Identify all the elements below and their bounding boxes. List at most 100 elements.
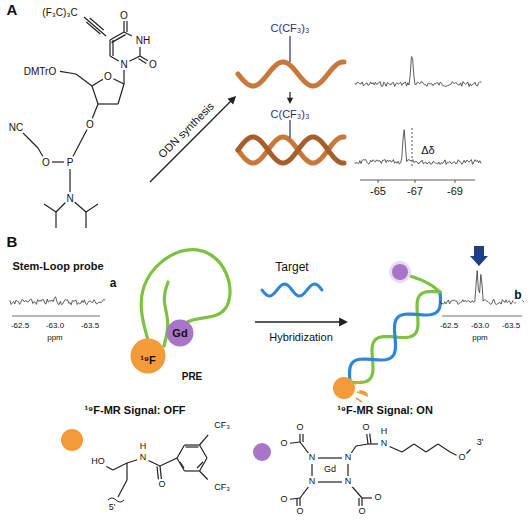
figure-label: Stem-Loop probe <box>11 260 104 272</box>
bond-line <box>52 161 64 162</box>
atom-label: (F₃C)₃C <box>41 7 78 18</box>
atom-label: H <box>139 442 148 452</box>
figure-label: -65 <box>369 185 387 197</box>
bond-line <box>148 461 160 466</box>
arrow-line <box>255 321 342 322</box>
bond-line <box>118 480 127 497</box>
shift-marker <box>412 128 413 168</box>
figure-label: -67 <box>406 185 424 197</box>
atom-label: O <box>157 480 166 490</box>
bond-line <box>352 487 362 498</box>
dna-strand <box>238 62 344 86</box>
bond-line <box>105 466 113 470</box>
gd-halo <box>389 261 411 283</box>
dna-strand <box>238 137 344 163</box>
atom-label: ppm <box>46 334 64 343</box>
atom-label: N <box>308 453 317 463</box>
arrow-line <box>150 100 232 182</box>
arrow-head <box>287 98 293 104</box>
bond-line <box>318 457 342 458</box>
bond-line <box>160 458 177 466</box>
atom-label: -62.5 <box>439 322 459 331</box>
axis-tick <box>378 180 379 183</box>
panel-letter: B <box>6 234 19 251</box>
axis-line <box>12 316 100 317</box>
bond-line <box>200 445 208 458</box>
atom-label: CF₃ <box>213 483 231 493</box>
atom-label: O <box>103 71 113 82</box>
atom-label: ppm <box>471 334 489 343</box>
duplex-strand <box>350 292 441 382</box>
bond-line <box>160 466 161 479</box>
bond-line <box>92 104 98 118</box>
bond-line <box>438 444 450 452</box>
atom-label: N <box>119 59 128 70</box>
bond-line <box>112 40 113 56</box>
bond-line <box>200 435 209 445</box>
figure-label: Target <box>274 261 309 274</box>
bond-line <box>450 452 457 455</box>
figure-label: ODN synthesis <box>155 99 217 161</box>
axis-tick <box>455 180 456 183</box>
bond-line <box>98 103 118 104</box>
bond-line <box>302 434 303 442</box>
bond-line <box>123 21 124 32</box>
atom-label: PRE <box>181 371 204 382</box>
bond-line <box>60 71 76 74</box>
bond-line <box>200 471 208 480</box>
bond-line <box>318 481 342 482</box>
bond-line <box>358 498 359 506</box>
bond-line <box>55 212 56 228</box>
atom-label: N <box>308 477 317 487</box>
bond-line <box>300 487 308 498</box>
sphere-label: ¹⁹F <box>140 354 156 366</box>
bond-line <box>126 21 127 32</box>
atom-label: -63.0 <box>45 322 65 331</box>
nmr-spectrum <box>355 130 481 165</box>
figure-label: Hybridization <box>268 331 334 343</box>
bond-line <box>299 498 300 506</box>
gd-label-sphere <box>253 443 271 461</box>
bond-line <box>347 464 348 476</box>
atom-label: O <box>373 493 382 503</box>
axis-line <box>442 316 522 317</box>
fluorine-sphere <box>61 429 83 451</box>
bond-line <box>311 464 312 476</box>
atom-label: P <box>66 157 75 168</box>
bond-line <box>197 462 203 468</box>
atom-label: O <box>361 423 370 433</box>
bond-line <box>76 74 92 86</box>
sphere-fill <box>167 320 194 347</box>
panel-letter: A <box>6 2 19 19</box>
signal-ray <box>356 398 362 402</box>
arrow-head <box>227 96 236 105</box>
atom-label: H <box>380 427 389 437</box>
atom-label: -62.5 <box>10 322 30 331</box>
figure-label: Δδ <box>420 144 435 156</box>
atom-label: O <box>119 10 129 21</box>
signal-arrow <box>470 246 488 266</box>
atom-label: N <box>65 193 74 204</box>
probe-tail <box>410 276 440 292</box>
atom-label: HO <box>90 457 106 467</box>
bond-line <box>362 497 372 498</box>
label-stick <box>289 36 290 62</box>
bond-line <box>290 498 300 499</box>
atom-label: O <box>148 59 158 70</box>
fluorine-sphere: ¹⁹F <box>130 338 166 374</box>
atom-label: 3' <box>476 438 485 448</box>
bond-line <box>300 442 308 453</box>
atom-label: -63.5 <box>501 322 521 331</box>
atom-label: O <box>295 423 304 433</box>
sphere-label: Gd <box>172 327 187 339</box>
bond-line <box>139 47 140 56</box>
atom-label: CF₃ <box>213 421 231 431</box>
bond-line <box>185 470 200 471</box>
bond-line <box>123 70 124 84</box>
fluorine-sphere <box>333 377 355 399</box>
bond-line <box>38 148 43 157</box>
atom-label: O <box>41 157 51 168</box>
atom-label: O <box>295 507 304 517</box>
bond-line <box>370 434 371 444</box>
bond-line <box>28 138 38 148</box>
